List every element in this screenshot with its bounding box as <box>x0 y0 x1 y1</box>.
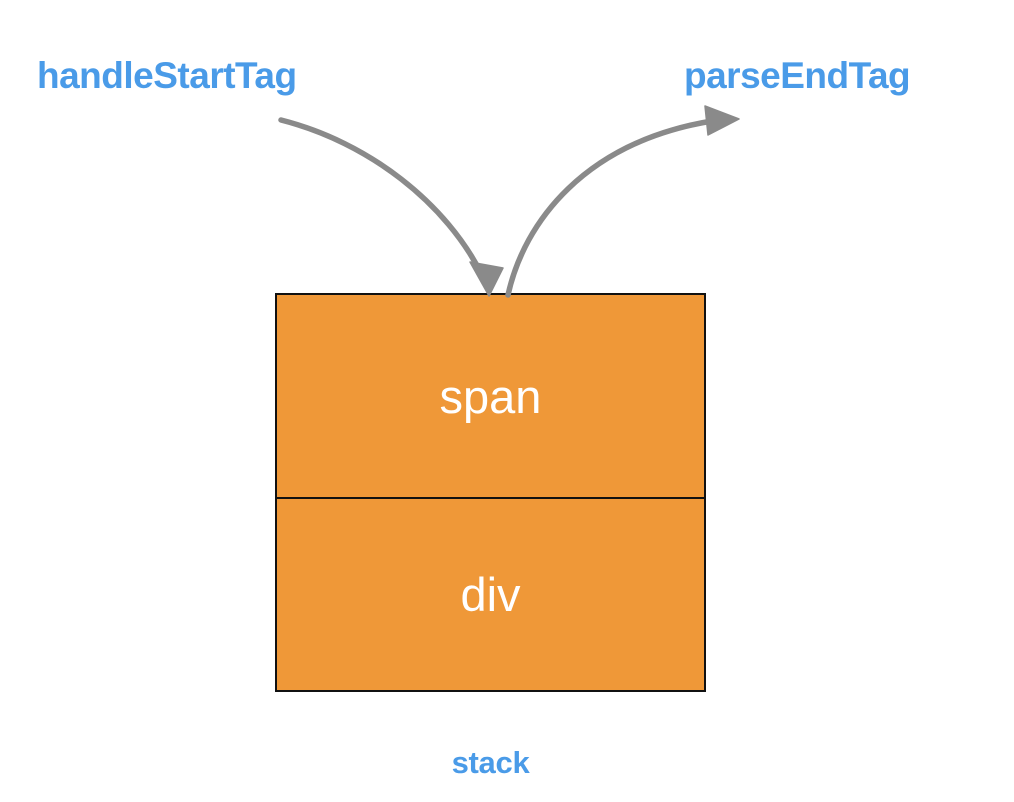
push-arrow-head-icon <box>469 261 504 297</box>
stack-cell-span: span <box>277 295 704 499</box>
push-arrow-curve <box>278 117 486 280</box>
stack-cell-div-label: div <box>460 568 521 621</box>
pop-arrow-head-icon <box>704 105 740 136</box>
stack-cell-span-label: span <box>439 369 542 423</box>
stack-caption: stack <box>451 745 530 780</box>
stack-cell-div: div <box>277 499 704 690</box>
label-parse-end-tag: parseEndTag <box>684 55 911 96</box>
push-arrow <box>278 117 504 297</box>
pop-arrow-curve <box>505 118 715 298</box>
pop-arrow <box>505 105 740 298</box>
label-handle-start-tag: handleStartTag <box>37 55 297 96</box>
stack-box: span div <box>275 293 706 692</box>
